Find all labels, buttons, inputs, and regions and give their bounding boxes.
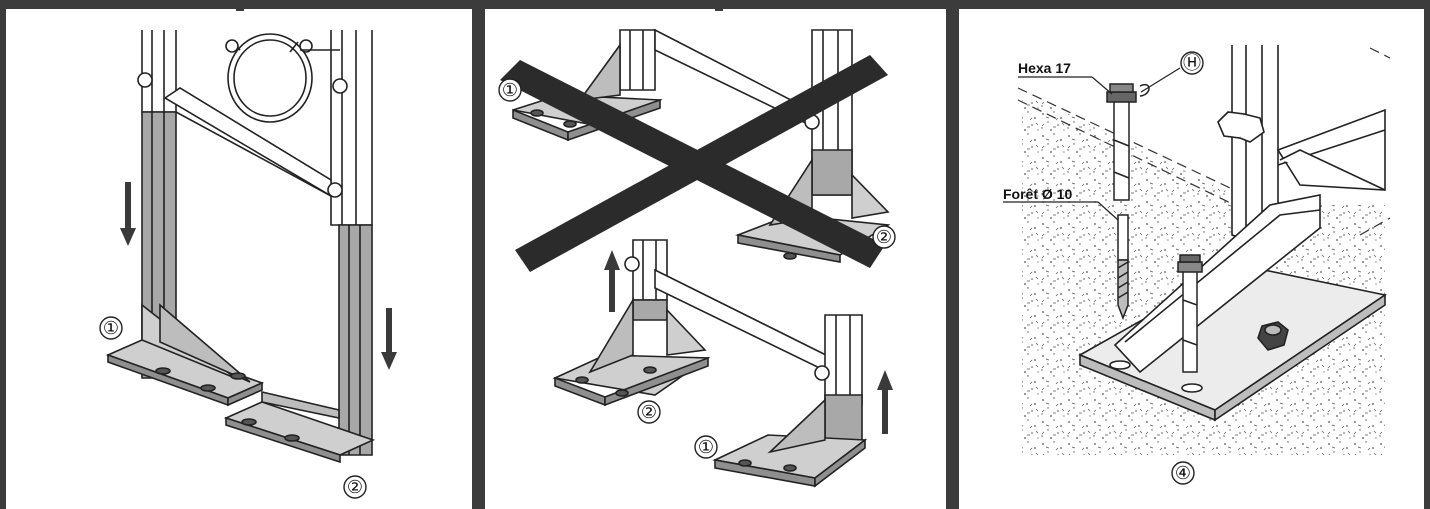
svg-text:②: ② [347,477,363,498]
svg-text:①: ① [698,437,714,458]
callout-1-bottom: ① [694,435,718,459]
callout-h: Ⓗ [1180,51,1204,75]
svg-text:②: ② [641,402,657,423]
arrow-up-right [877,370,893,434]
svg-text:①: ① [103,318,119,339]
label-drill: Forêt Ø 10 [1003,186,1072,202]
wrong-cross-mark [500,55,888,272]
floor-lines [1017,47,1391,236]
anchor-bolt-hexa [1106,83,1150,201]
svg-text:Ⓗ: Ⓗ [1183,53,1201,74]
svg-text:②: ② [876,227,892,248]
panel-1: ① ② [99,30,397,499]
anchor-bolt-installed [1177,254,1203,373]
arrow-down-left [120,182,136,246]
callout-1: ① [99,316,123,340]
drill-bit [1117,214,1129,321]
frame-upper [137,30,373,226]
base-plate-2 [223,390,376,464]
callout-2: ② [343,475,367,499]
panel-3: Hexa 17 Forêt Ø 10 Ⓗ ④ [1003,45,1391,485]
arrow-up-left [604,250,620,312]
label-hexa: Hexa 17 [1018,60,1071,76]
leg-right [338,224,373,456]
callout-2-top: ② [872,225,896,249]
svg-text:①: ① [502,80,518,101]
base-plate-1 [105,303,265,407]
leader-lines [1003,67,1181,221]
callout-1-top: ① [498,78,522,102]
assembly-correct [552,239,868,488]
callout-4: ④ [1171,461,1195,485]
panel-2: ① ② ② ① [498,28,896,488]
callout-2-bottom: ② [637,400,661,424]
arrow-down-right [381,308,397,370]
base-plate [1078,194,1388,422]
svg-text:④: ④ [1175,463,1191,484]
